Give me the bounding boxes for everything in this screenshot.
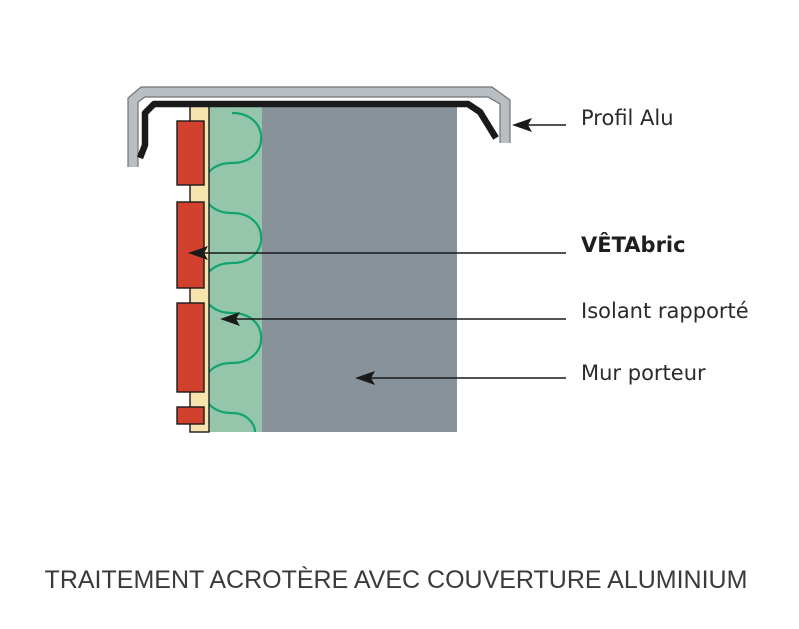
label-isolant: Isolant rapporté <box>581 299 749 323</box>
aluminium-profile-inner <box>136 100 499 160</box>
cladding-panel <box>176 302 205 393</box>
arrow-head <box>188 246 208 260</box>
arrow-profil-alu <box>512 118 566 132</box>
label-profil-alu: Profil Alu <box>581 106 674 130</box>
arrow-mur-porteur <box>355 371 566 385</box>
arrow-head <box>512 118 532 132</box>
arrow-head <box>355 371 375 385</box>
aluminium-profile-outer <box>128 87 510 167</box>
cladding-panel <box>176 120 205 186</box>
cladding-panel <box>176 201 205 289</box>
load-bearing-wall <box>262 104 457 432</box>
aluminium-profile-edge <box>127 86 511 167</box>
arrow-head <box>220 312 240 326</box>
label-vetabric: VÊTAbric <box>581 232 686 257</box>
arrow-isolant <box>220 312 566 326</box>
cladding-panel <box>176 406 205 425</box>
insulation-block <box>209 104 262 432</box>
diagram-caption: TRAITEMENT ACROTÈRE AVEC COUVERTURE ALUM… <box>45 565 748 594</box>
label-mur-porteur: Mur porteur <box>581 361 706 385</box>
arrow-vetabric <box>188 246 566 260</box>
